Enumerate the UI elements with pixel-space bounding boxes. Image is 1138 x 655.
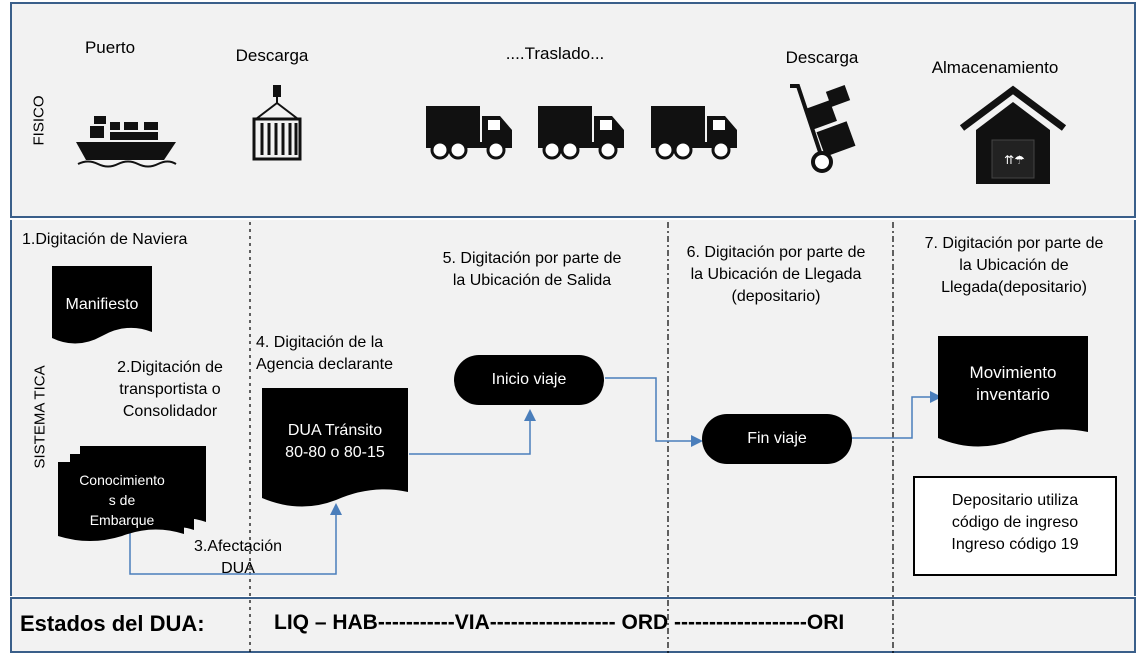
step-4-line-1: 4. Digitación de la: [256, 334, 384, 351]
depositario-line-1: Depositario utiliza: [951, 492, 1079, 509]
dua-transito-line-1: DUA Tránsito: [287, 422, 383, 439]
stage-descarga-1: Descarga: [235, 46, 309, 65]
movimiento-inventario-label: Movimiento inventario: [938, 362, 1088, 406]
stage-descarga-2: Descarga: [785, 48, 859, 67]
conocimiento-multidocument: [58, 446, 206, 541]
step-3-label: 3.Afectación DUA: [178, 536, 298, 580]
step-5-line-2: la Ubicación de Salida: [452, 272, 612, 289]
arrow-dua-to-inicio: [409, 409, 536, 455]
step-2-line-2: transportista o: [119, 381, 221, 398]
stage-traslado: ....Traslado...: [505, 44, 605, 63]
movimiento-line-2: inventario: [976, 385, 1050, 404]
step-7-line-3: Llegada(depositario): [941, 279, 1087, 296]
stage-puerto: Puerto: [84, 38, 136, 57]
inicio-viaje-terminal: Inicio viaje: [454, 355, 604, 405]
manifiesto-label: Manifiesto: [65, 296, 139, 313]
estados-sequence: LIQ – HAB-----------VIA-----------------…: [274, 611, 845, 634]
estados-label: Estados del DUA:: [20, 611, 205, 636]
step-6-line-3: (depositario): [731, 288, 821, 305]
warehouse-icon: ⇈☂: [959, 85, 1067, 184]
movimiento-inventario-document: [938, 336, 1088, 447]
truck-icon-1: [426, 106, 512, 160]
fin-viaje-terminal: Fin viaje: [702, 414, 852, 464]
conocimiento-line-1: Conocimiento: [79, 472, 165, 488]
step-5-line-1: 5. Digitación por parte de: [442, 250, 622, 267]
svg-text:⇈☂: ⇈☂: [1004, 153, 1025, 167]
step-2-line-1: 2.Digitación de: [117, 359, 223, 376]
container-crane-icon: [252, 85, 302, 161]
conocimiento-line-2: s de: [108, 492, 136, 508]
arrow-conocimiento-to-dua: [129, 503, 342, 575]
step-4-line-2: Agencia declarante: [256, 356, 393, 373]
step-7-line-2: la Ubicación de: [959, 257, 1069, 274]
depositario-line-2: código de ingreso: [951, 514, 1079, 531]
step-2-line-3: Consolidador: [122, 403, 218, 420]
step-7-line-1: 7. Digitación por parte de: [924, 235, 1104, 252]
dua-states-section: [10, 597, 1136, 653]
hand-truck-icon: [790, 84, 856, 173]
depositario-note-box: Depositario utiliza código de ingreso In…: [913, 476, 1117, 576]
cargo-ship-icon: [76, 116, 177, 168]
step-5-label: 5. Digitación por parte de la Ubicación …: [412, 248, 652, 292]
step-3-line-1: 3.Afectación: [193, 538, 283, 555]
dua-transito-label: DUA Tránsito 80-80 o 80-15: [262, 420, 408, 464]
arrow-fin-to-movimiento: [851, 391, 942, 439]
arrow-inicio-to-fin: [605, 377, 703, 447]
depositario-line-3: Ingreso código 19: [951, 536, 1079, 553]
step-6-line-2: la Ubicación de Llegada: [690, 266, 862, 283]
conocimiento-line-3: Embarque: [89, 512, 155, 528]
truck-icon-3: [651, 106, 737, 160]
manifiesto-document: [52, 266, 152, 344]
step-3-line-2: DUA: [221, 560, 255, 577]
truck-icon-2: [538, 106, 624, 160]
step-1-label: 1.Digitación de Naviera: [22, 231, 188, 248]
stage-almacenamiento: Almacenamiento: [931, 58, 1059, 77]
step-2-label: 2.Digitación de transportista o Consolid…: [100, 357, 240, 423]
dua-transito-document: [262, 388, 408, 507]
step-7-label: 7. Digitación por parte de la Ubicación …: [896, 233, 1132, 299]
step-6-line-1: 6. Digitación por parte de: [686, 244, 866, 261]
step-6-label: 6. Digitación por parte de la Ubicación …: [660, 242, 892, 308]
step-4-label: 4. Digitación de la Agencia declarante: [256, 332, 436, 376]
dua-transito-line-2: 80-80 o 80-15: [285, 444, 385, 461]
movimiento-line-1: Movimiento: [969, 363, 1057, 382]
conocimiento-label: Conocimiento s de Embarque: [56, 470, 188, 530]
